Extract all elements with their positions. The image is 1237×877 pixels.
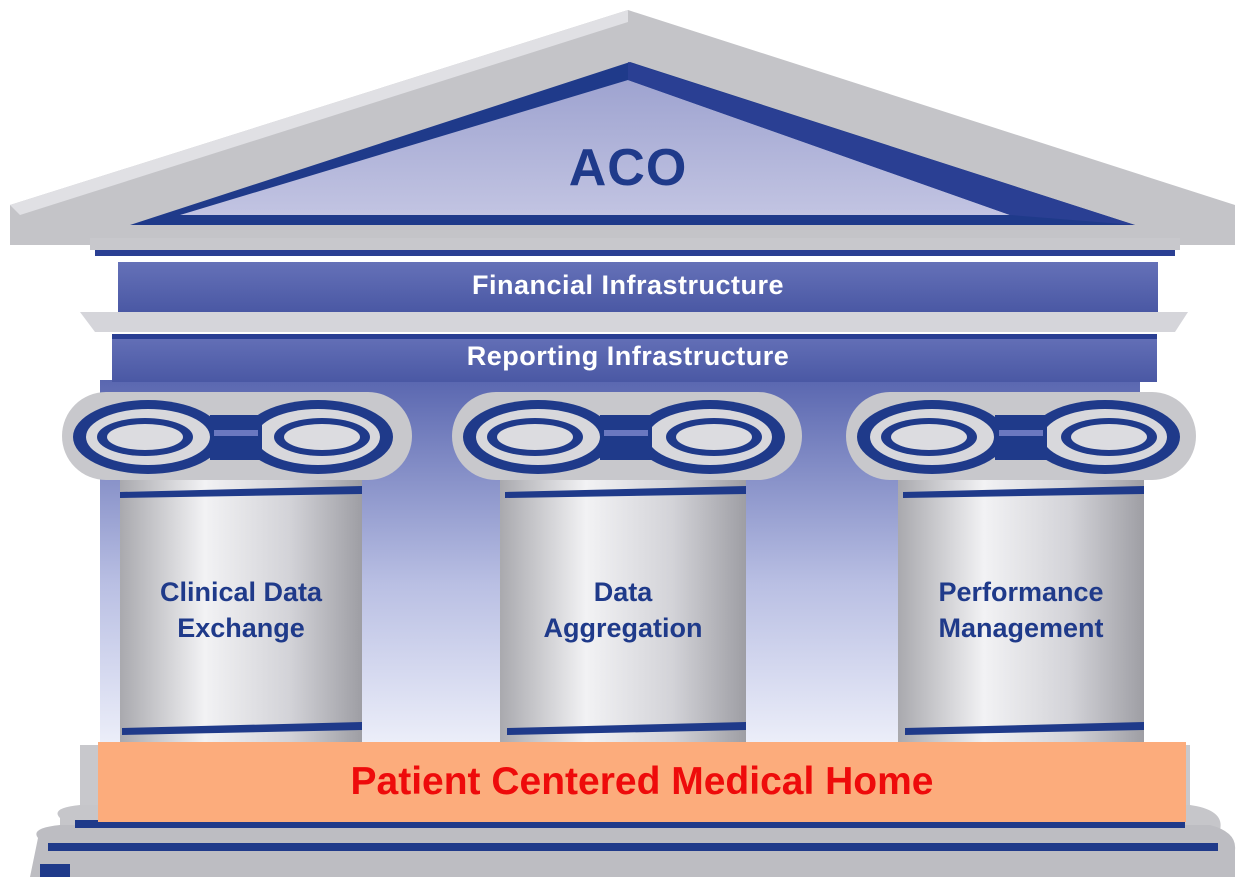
pillar-label-1: Clinical Data Exchange [120,574,362,646]
pillar-label-3: Performance Management [898,574,1144,646]
pillar-label-3-line2: Management [938,613,1104,643]
pillar-clinical-data-exchange [62,392,412,745]
reporting-band [112,334,1157,382]
financial-infrastructure-label: Financial Infrastructure [471,270,785,300]
roof-title: ACO [568,139,688,197]
reporting-infrastructure-label: Reporting Infrastructure [466,341,790,371]
pillar-label-2-line1: Data [593,577,653,607]
pillar-label-2: Data Aggregation [500,574,746,646]
pillar-performance-management [846,392,1196,745]
pillar-label-2-line2: Aggregation [543,613,703,643]
pillar-label-3-line1: Performance [938,577,1104,607]
pillar-label-1-line1: Clinical Data [159,577,323,607]
pillar-label-1-line2: Exchange [177,613,305,643]
pediment [180,80,1010,215]
financial-band [118,262,1158,312]
foundation-label: Patient Centered Medical Home [98,742,1186,822]
pillar-data-aggregation [452,392,802,745]
